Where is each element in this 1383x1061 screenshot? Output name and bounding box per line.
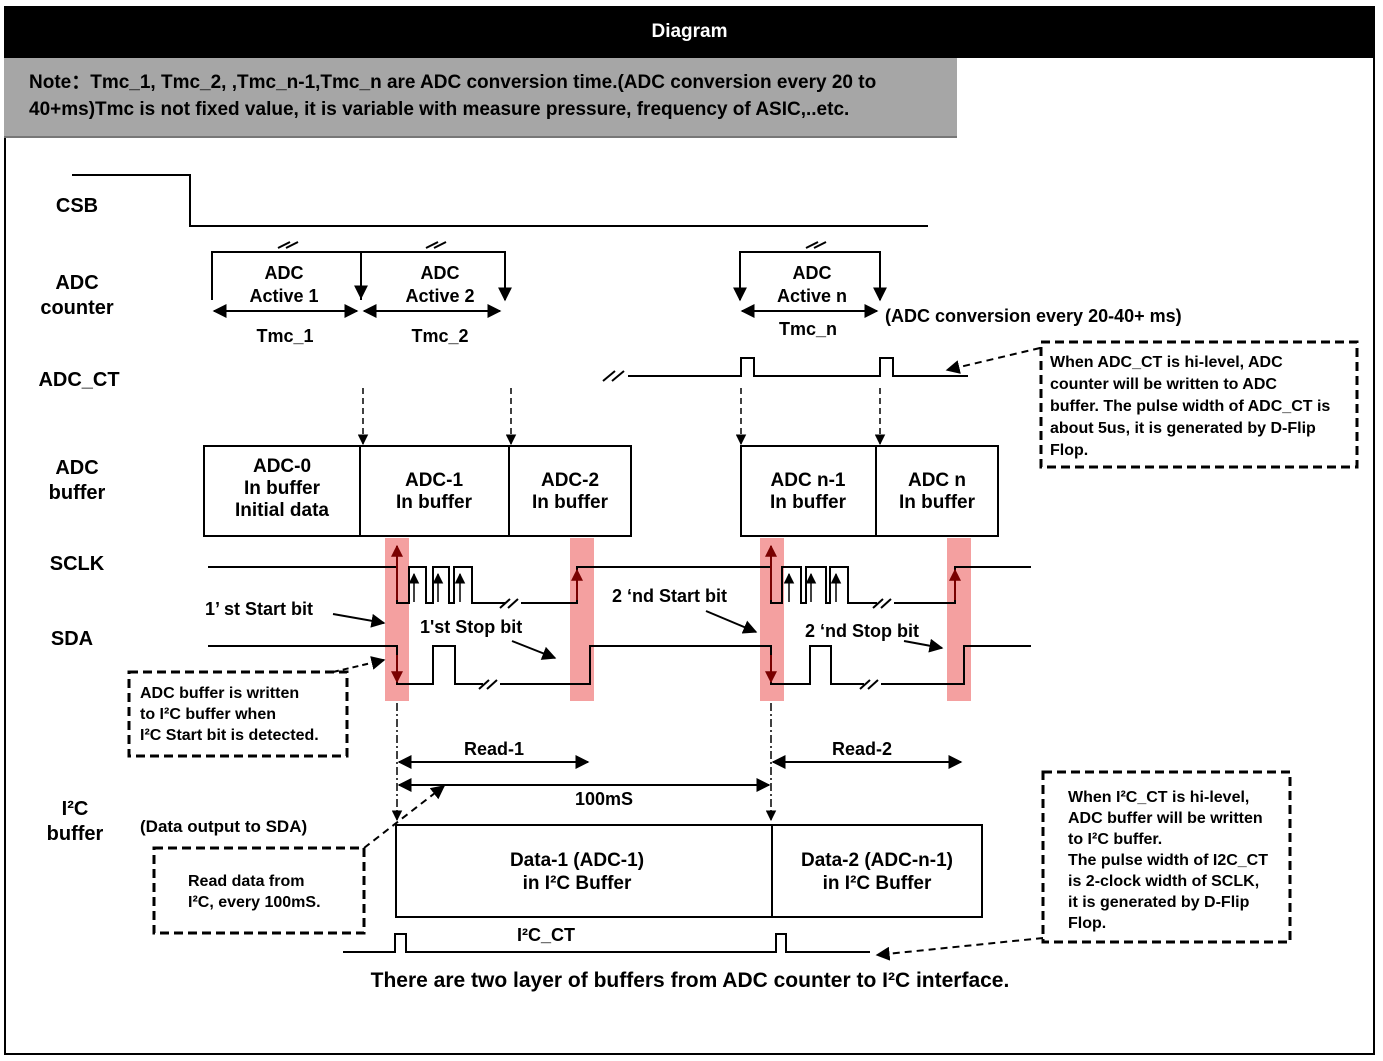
i2c-ct-waveform	[343, 933, 870, 953]
adc-counter-brackets	[211, 241, 887, 318]
read-2-label: Read-2	[832, 739, 892, 759]
diagram-title: Diagram	[4, 6, 1375, 58]
label-adc-counter-1: ADC	[55, 272, 98, 294]
i2c-ct-callout-pointer	[875, 937, 1044, 961]
label-sclk: SCLK	[50, 553, 105, 575]
i2c-data-2-l1: Data-2 (ADC-n-1)	[801, 850, 953, 871]
adcn-buffer-l1: ADC n	[908, 470, 966, 491]
adc-ct-callout-l4: about 5us, it is generated by D-Flip	[1050, 420, 1316, 437]
adc2-buffer-l1: ADC-2	[541, 470, 599, 491]
i2c-ct-callout	[1041, 770, 1292, 944]
data-output-label: (Data output to SDA)	[140, 817, 307, 836]
conversion-note-box: Note：Tmc_1, Tmc_2, ,Tmc_n-1,Tmc_n are AD…	[4, 58, 957, 138]
i2c-ct-callout-l7: Flop.	[1068, 915, 1106, 932]
adc-active-n-l1: ADC	[793, 263, 832, 283]
adcn1-buffer-l1: ADC n-1	[771, 470, 846, 491]
adc-ct-callout-pointer	[945, 347, 1041, 374]
stop-bit-2-label: 2 ‘nd Stop bit	[805, 621, 919, 641]
i2c-ct-callout-l4: The pulse width of I2C_CT	[1068, 852, 1268, 869]
adc-ct-callout	[1039, 340, 1359, 469]
adc-ct-to-buffer-arrows	[357, 388, 886, 446]
adc0-buffer-l3: Initial data	[235, 500, 329, 521]
highlight-stop-2	[947, 538, 971, 701]
i2c-ct-callout-l6: it is generated by D-Flip	[1068, 894, 1250, 911]
label-adc-ct: ADC_CT	[38, 369, 119, 391]
adc-buffer-callout-l1: ADC buffer is written	[140, 685, 299, 702]
footer-summary: There are two layer of buffers from ADC …	[371, 969, 1010, 992]
highlight-edge-arrows	[391, 544, 961, 684]
adc-active-2-l2: Active 2	[405, 286, 474, 306]
adc1-buffer-l1: ADC-1	[405, 470, 463, 491]
adc-ct-callout-l3: buffer. The pulse width of ADC_CT is	[1050, 398, 1330, 415]
adcn-buffer-l2: In buffer	[899, 492, 976, 513]
note-line-2: 40+ms)Tmc is not fixed value, it is vari…	[29, 99, 850, 120]
csb-waveform	[72, 174, 928, 227]
i2c-ct-callout-l3: to I²C buffer.	[1068, 831, 1162, 848]
note-line-1: Note：Tmc_1, Tmc_2, ,Tmc_n-1,Tmc_n are AD…	[29, 72, 877, 93]
read-1-label: Read-1	[464, 739, 524, 759]
label-adc-buffer-2: buffer	[49, 482, 106, 504]
adc-active-1-l2: Active 1	[249, 286, 318, 306]
label-csb: CSB	[56, 195, 98, 217]
start-bit-1-label: 1’ st Start bit	[205, 599, 313, 619]
read-period-arrows	[397, 755, 963, 792]
read-callout-l2: I²C, every 100mS.	[188, 894, 321, 911]
i2c-data-1-l2: in I²C Buffer	[523, 873, 632, 894]
label-adc-buffer-1: ADC	[55, 457, 98, 479]
adc-ct-callout-l5: Flop.	[1050, 442, 1088, 459]
sda-waveform	[208, 645, 1031, 690]
adc0-buffer-l1: ADC-0	[253, 456, 311, 477]
i2c-buffer-boxes	[395, 824, 983, 918]
read-data-callout	[152, 846, 366, 935]
adc-buffer-callout-pointer	[332, 656, 386, 673]
start-bit-2-label: 2 ‘nd Start bit	[612, 586, 727, 606]
adcn1-buffer-l2: In buffer	[770, 492, 847, 513]
adc-buffer-callout-l2: to I²C buffer when	[140, 706, 276, 723]
adc-active-1-l1: ADC	[265, 263, 304, 283]
i2c-ct-callout-l2: ADC buffer will be written	[1068, 810, 1263, 827]
adc-ct-callout-l1: When ADC_CT is hi-level, ADC	[1050, 354, 1283, 371]
sync-guides	[391, 703, 777, 822]
tmc-n: Tmc_n	[779, 319, 837, 339]
read-callout-l1: Read data from	[188, 873, 304, 890]
i2c-data-1-l1: Data-1 (ADC-1)	[510, 850, 644, 871]
tmc-2: Tmc_2	[411, 326, 468, 346]
i2c-ct-callout-l5: is 2-clock width of SCLK,	[1068, 873, 1259, 890]
adc1-buffer-l2: In buffer	[396, 492, 473, 513]
adc-buffer-boxes	[203, 445, 999, 537]
adc2-buffer-l2: In buffer	[532, 492, 609, 513]
label-i2c-buffer-2: buffer	[47, 823, 104, 845]
adc-ct-callout-l2: counter will be written to ADC	[1050, 376, 1277, 393]
i2c-ct-callout-l1: When I²C_CT is hi-level,	[1068, 789, 1249, 806]
adc-active-n-l2: Active n	[777, 286, 847, 306]
stop-bit-1-label: 1'st Stop bit	[420, 617, 522, 637]
period-label: 100mS	[575, 789, 633, 809]
i2c-data-2-l2: in I²C Buffer	[823, 873, 932, 894]
adc0-buffer-l2: In buffer	[244, 478, 321, 499]
bit-pointer-arrows	[332, 610, 944, 660]
adc-active-2-l1: ADC	[421, 263, 460, 283]
adc-buffer-callout-l3: I²C Start bit is detected.	[140, 727, 319, 744]
conversion-rate-note: (ADC conversion every 20-40+ ms)	[885, 306, 1182, 326]
label-sda: SDA	[51, 628, 93, 650]
adc-ct-waveform	[602, 357, 968, 382]
label-adc-counter-2: counter	[40, 297, 114, 319]
i2c-ct-label: I²C_CT	[517, 925, 575, 945]
tmc-1: Tmc_1	[256, 326, 313, 346]
label-i2c-buffer-1: I²C	[62, 798, 89, 820]
adc-buffer-written-callout	[127, 670, 349, 758]
sclk-edge-arrows	[408, 572, 842, 602]
read-callout-pointer	[363, 785, 446, 849]
